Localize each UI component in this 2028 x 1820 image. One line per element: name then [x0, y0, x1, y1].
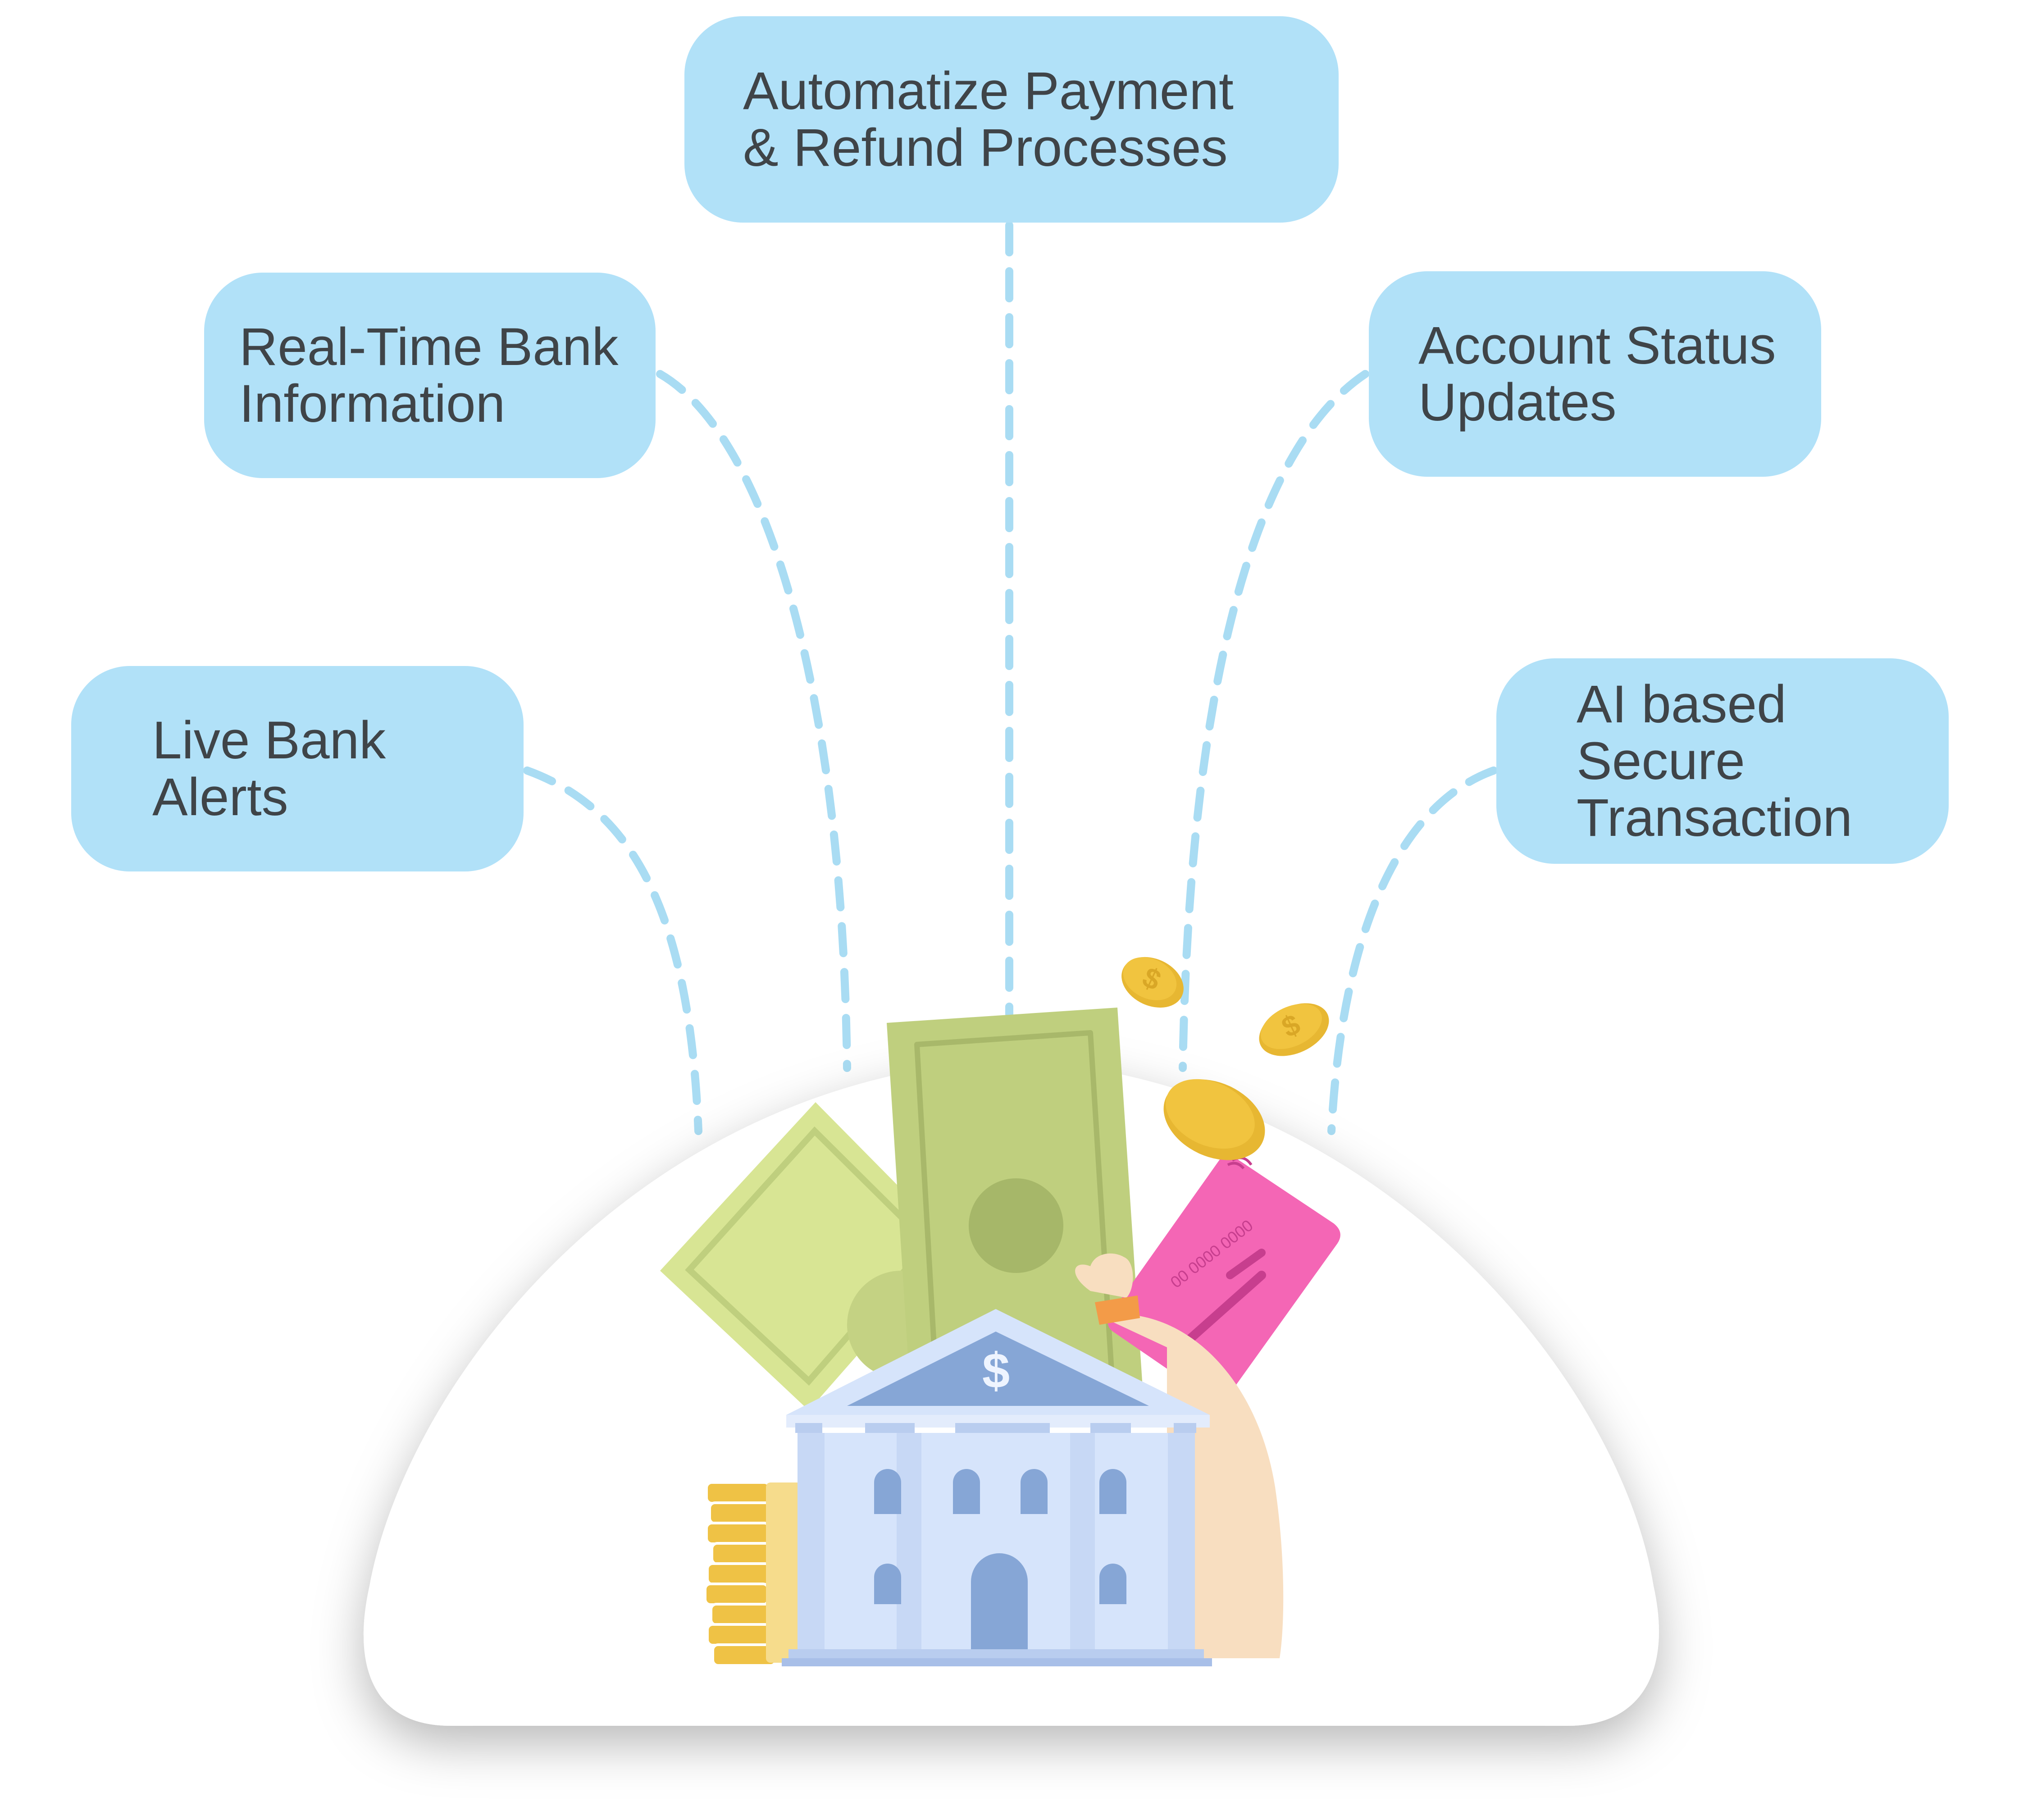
feature-label-line: Updates [1418, 373, 1617, 432]
connector-ai [1327, 766, 1498, 1135]
feature-label: Automatize Payment & Refund Processes [743, 63, 1339, 176]
feature-label-line: Real-Time Bank [239, 317, 619, 377]
connector-realtime [656, 370, 851, 1072]
feature-label-line: Information [239, 374, 506, 433]
gold-coin-icon: $ [1121, 957, 1184, 1008]
coin-stack-edge [766, 1482, 807, 1663]
feature-label: AI based Secure Transaction [1577, 676, 1949, 846]
coin-stack-icon [704, 1481, 777, 1667]
connector-account [1179, 370, 1369, 1072]
feature-label-line: & Refund Processes [743, 118, 1228, 178]
feature-label-line: Live Bank [152, 711, 386, 770]
gold-coin-icon [1163, 1079, 1265, 1160]
feature-label-line: Secure [1577, 731, 1745, 791]
feature-label-line: Automatize Payment [743, 61, 1234, 121]
feature-label: Account Status Updates [1418, 317, 1821, 431]
connectors [523, 221, 1498, 1135]
feature-label: Real-Time Bank Information [239, 319, 656, 432]
gold-coin-icon: $ [1259, 1003, 1329, 1056]
finance-illustration: 00 0000 0000 $ $ [660, 957, 1340, 1667]
feature-label-line: Account Status [1418, 316, 1776, 375]
bank-building-icon: $ [782, 1309, 1212, 1666]
feature-label-line: Alerts [152, 767, 288, 827]
feature-label-line: AI based [1577, 675, 1786, 734]
feature-label-line: Transaction [1577, 788, 1853, 848]
bank-dollar-symbol: $ [982, 1343, 1010, 1399]
feature-box-realtime: Real-Time Bank Information [204, 273, 656, 478]
feature-box-ai: AI based Secure Transaction [1496, 658, 1949, 864]
feature-box-account: Account Status Updates [1369, 271, 1821, 477]
feature-box-live: Live Bank Alerts [71, 666, 524, 871]
feature-box-automatize: Automatize Payment & Refund Processes [684, 16, 1339, 223]
connector-live [523, 766, 702, 1135]
feature-label: Live Bank Alerts [152, 712, 524, 826]
